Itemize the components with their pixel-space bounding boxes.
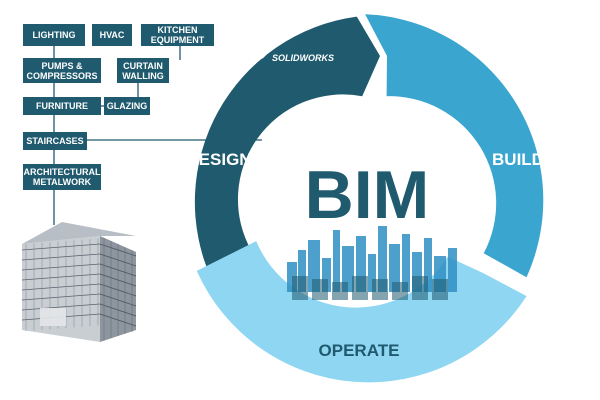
component-box-glazing: GLAZING [104,97,150,115]
component-box-pumps-compressors: PUMPS & COMPRESSORS [23,58,101,83]
solidworks-logo: SOLIDWORKS [257,43,334,63]
component-box-kitchen-equipment: KITCHEN EQUIPMENT [141,24,214,46]
component-box-hvac: HVAC [92,24,132,46]
phase-label-design: DESIGN [186,150,251,169]
building-illustration [21,222,137,342]
solidworks-wordmark: SOLIDWORKS [272,53,334,63]
center-bim-label: BIM [305,157,430,233]
component-box-lighting: LIGHTING [23,24,85,46]
design-segment [194,16,380,280]
component-box-staircases: STAIRCASES [23,132,87,150]
component-box-architectural-metalwork: ARCHITECTURAL METALWORK [23,164,101,190]
city-skyline-graphic [287,226,457,300]
component-box-furniture: FURNITURE [23,97,101,115]
ds-logo-icon [257,43,271,59]
phase-label-operate: OPERATE [319,341,400,360]
component-box-curtain-walling: CURTAIN WALLING [117,58,169,83]
build-segment [365,14,544,278]
phase-label-build: BUILD [492,150,544,169]
